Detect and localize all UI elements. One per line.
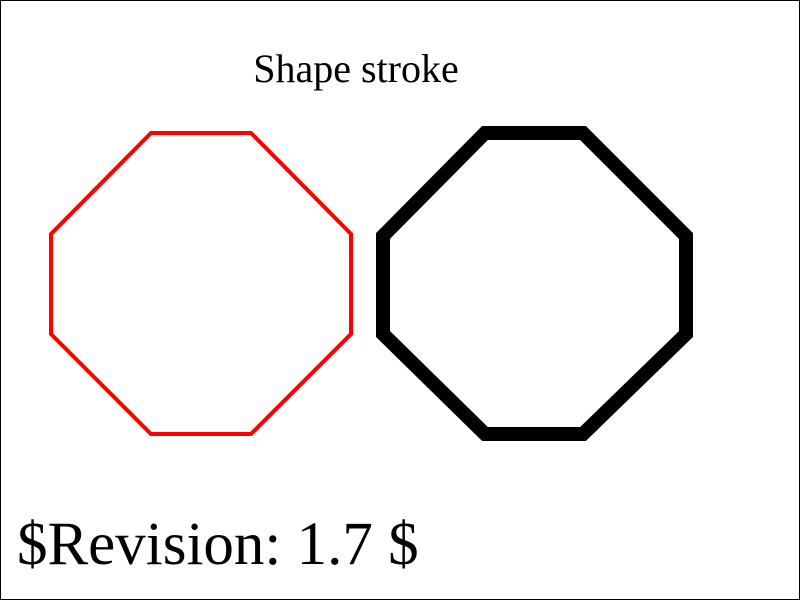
revision-label: $Revision: 1.7 $	[17, 511, 419, 578]
red-octagon-shape	[49, 131, 353, 436]
test-title: Shape stroke	[253, 46, 459, 91]
black-octagon-shape	[376, 126, 693, 441]
